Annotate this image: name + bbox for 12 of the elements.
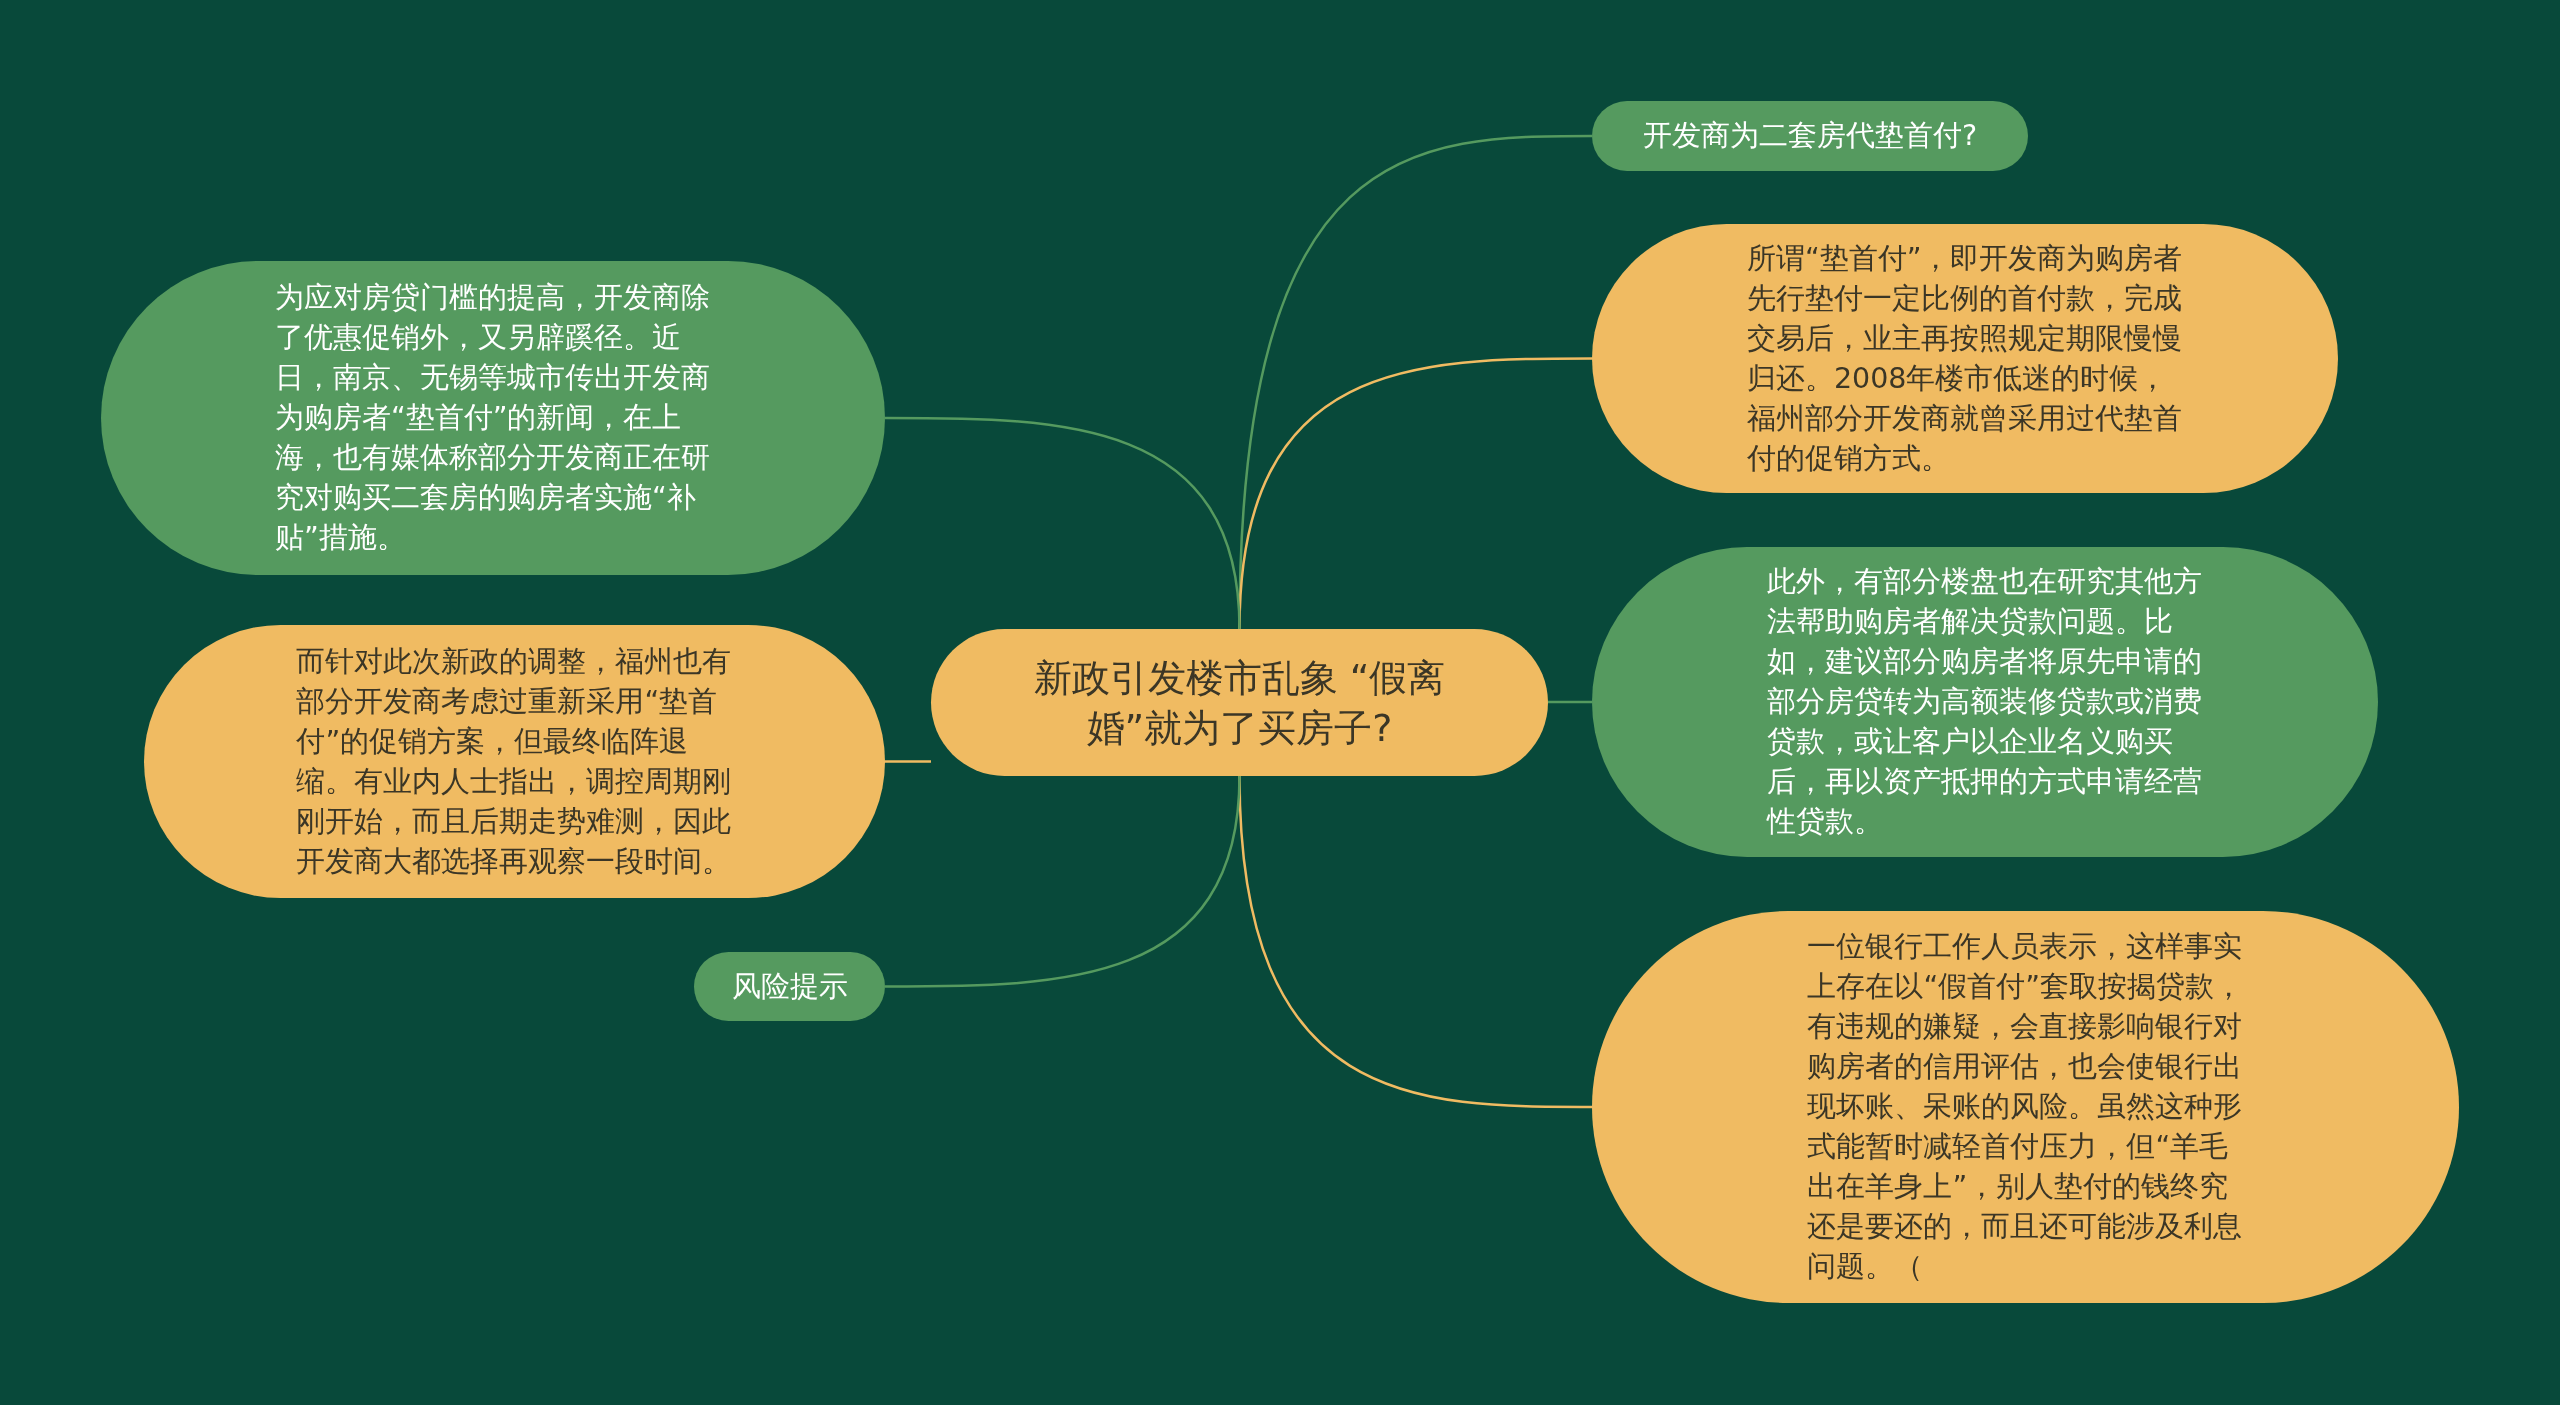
topic-text: 一位银行工作人员表示，这样事实上存在以“假首付”套取按揭贷款，有违规的嫌疑，会直接影响银行对购房者的信用评估，也会使银行出现坏账、呆账的风险。虽然这种形式能暂时减轻首付压力，但“羊毛出在羊身上”，别人垫付的钱终究还是要还的，而且还可能涉及利息问题。（: [1807, 929, 2244, 1285]
topic-text: 为应对房贷门槛的提高，开发商除了优惠促销外，又另辟蹊径。近日，南京、无锡等城市传出开发商为购房者“垫首付”的新闻，在上海，也有媒体称部分开发商正在研究对购买二套房的购房者实施“补贴”措施。: [274, 280, 711, 556]
connector-line: [885, 760, 931, 763]
connector-line: [885, 416, 1241, 630]
connector-line: [885, 775, 1241, 988]
connector-line: [1548, 700, 1592, 704]
topic-text: 开发商为二套房代垫首付?: [1642, 118, 1978, 154]
topic-text: 而针对此次新政的调整，福州也有部分开发商考虑过重新采用“垫首付”的促销方案，但最终临阵退缩。有业内人士指出，调控周期刚刚开始，而且后期走势难测，因此开发商大都选择再观察一段时间。: [296, 643, 733, 880]
topic-text: 风险提示: [731, 968, 848, 1005]
topic-text: 此外，有部分楼盘也在研究其他方法帮助购房者解决贷款问题。比如，建议部分购房者将原先申请的部分房贷转为高额装修贷款或消费贷款，或让客户以企业名义购买后，再以资产抵押的方式申请经营性贷款。: [1766, 564, 2203, 840]
topic-text: 所谓“垫首付”，即开发商为购房者先行垫付一定比例的首付款，完成交易后，业主再按照规定期限慢慢归还。2008年楼市低迷的时候，福州部分开发商就曾采用过代垫首付的促销方式。: [1746, 240, 2183, 477]
topic-text: 新政引发楼市乱象 “假离婚”就为了买房子?: [1032, 654, 1447, 752]
